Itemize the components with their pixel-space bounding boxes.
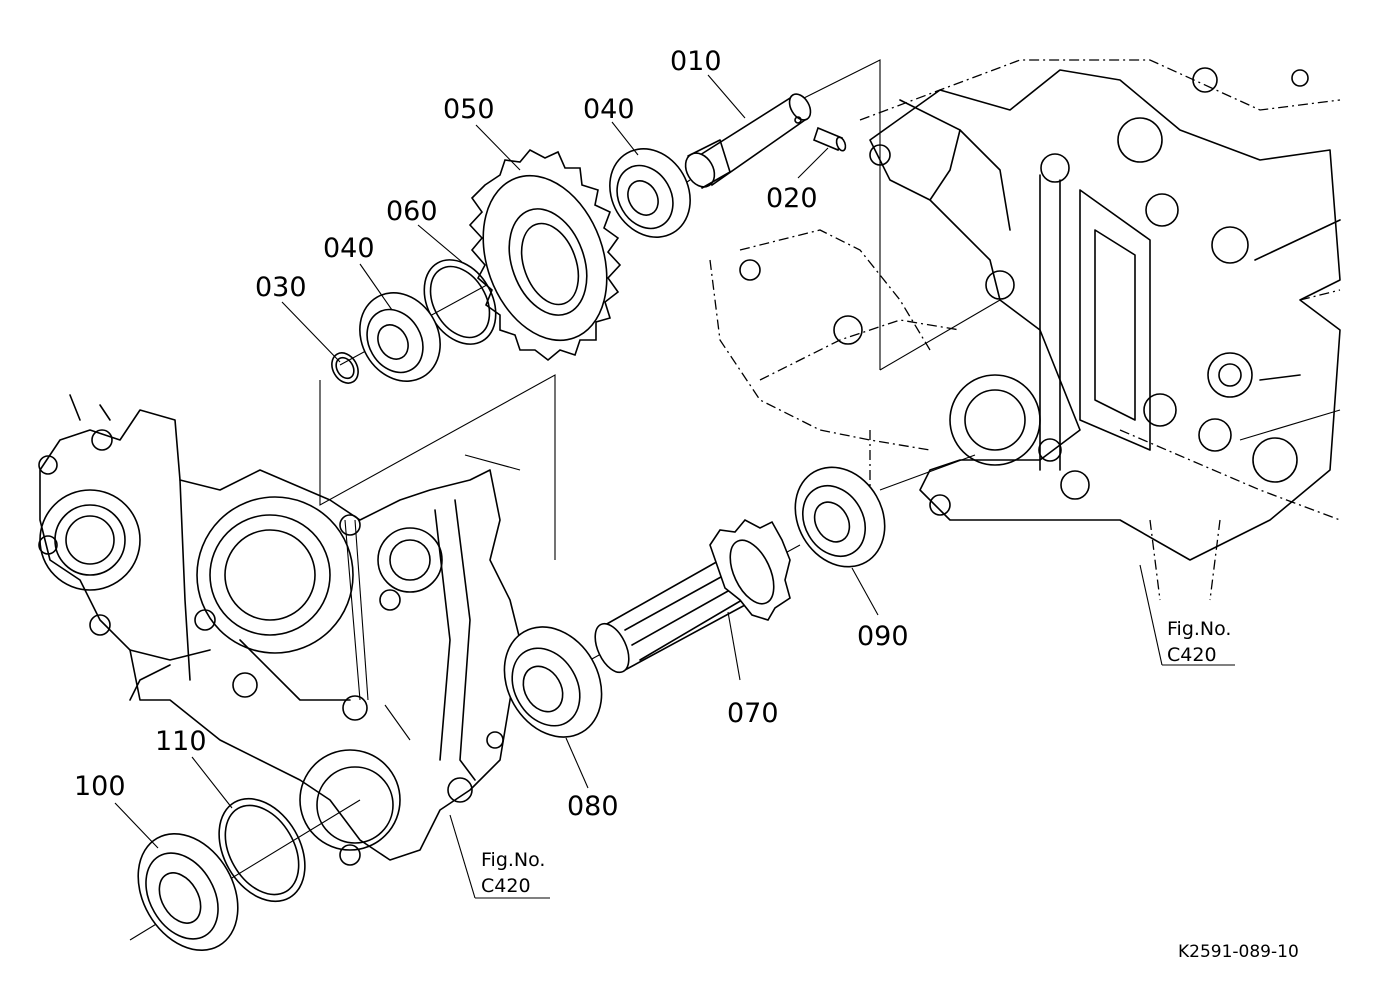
right-housing <box>709 59 1341 601</box>
label-080: 080 <box>567 791 619 822</box>
label-110: 110 <box>155 726 207 757</box>
part-labels: 010 020 050 040 060 040 030 090 070 080 … <box>74 46 909 822</box>
figure-ref-right-line1: Fig.No. <box>1167 618 1231 640</box>
label-070: 070 <box>727 698 779 729</box>
part-070-pinion-shaft <box>594 518 791 674</box>
part-050-gear <box>468 148 622 362</box>
leader-lines <box>114 74 1235 899</box>
left-housing <box>38 394 521 866</box>
label-030: 030 <box>255 272 307 303</box>
part-110-snap-ring <box>218 797 306 903</box>
part-030-circlip <box>331 352 359 384</box>
label-040-upper: 040 <box>583 94 635 125</box>
reference-lines <box>129 59 1341 941</box>
figure-ref-left-line1: Fig.No. <box>481 849 545 871</box>
figure-ref-left: Fig.No. C420 <box>481 849 545 897</box>
label-040-lower: 040 <box>323 233 375 264</box>
part-090-bearing <box>794 466 886 568</box>
part-100-oil-seal <box>137 832 239 952</box>
label-090: 090 <box>857 621 909 652</box>
figure-ref-right-line2: C420 <box>1167 644 1217 666</box>
drawing-code: K2591-089-10 <box>1178 942 1299 962</box>
figure-ref-left-line2: C420 <box>481 875 531 897</box>
figure-ref-right: Fig.No. C420 <box>1167 618 1231 666</box>
part-040-bearing-upper <box>609 148 691 238</box>
label-050: 050 <box>443 94 495 125</box>
part-020-pin <box>813 126 847 152</box>
part-080-bearing <box>503 626 603 738</box>
label-010: 010 <box>670 46 722 77</box>
part-010-shaft <box>684 93 812 189</box>
label-020: 020 <box>766 183 818 214</box>
part-040-bearing-lower <box>359 292 441 382</box>
label-100: 100 <box>74 771 126 802</box>
label-060: 060 <box>386 196 438 227</box>
